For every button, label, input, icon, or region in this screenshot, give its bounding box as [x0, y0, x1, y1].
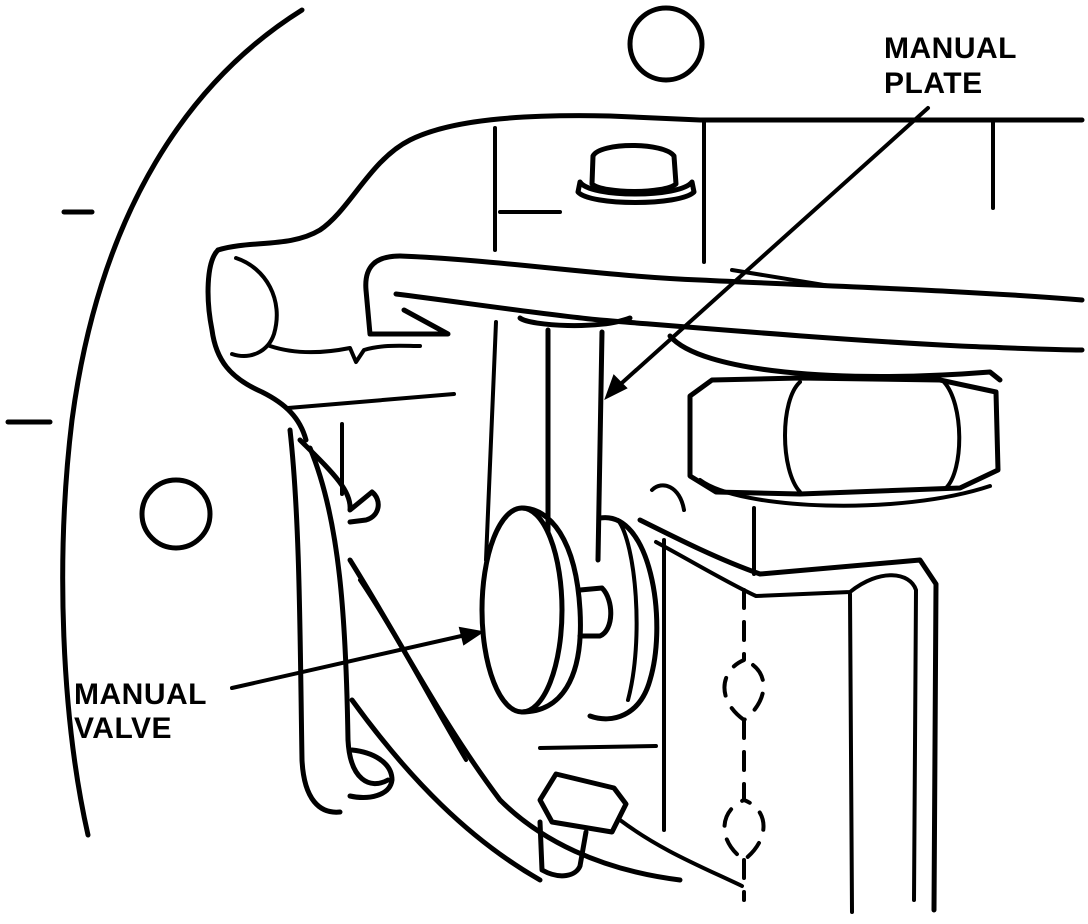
hex-nut-base	[698, 478, 992, 508]
arm-sweep-inner	[349, 697, 543, 883]
valve-body-ledge	[286, 392, 456, 410]
casting-right-inner	[654, 540, 918, 902]
plug-base	[575, 179, 697, 205]
arm-curve-right	[618, 818, 744, 888]
casting-right-post	[848, 592, 854, 914]
valve-land-rear-rim	[616, 518, 639, 702]
manual-valve-label-line-2: VALVE	[74, 712, 172, 745]
bracket-inner-curve	[307, 445, 391, 787]
arm-tab	[537, 771, 629, 835]
hex-nut-flat-1	[783, 380, 802, 494]
manual-valve-leader-arrow	[458, 626, 485, 646]
manual-valve-leader-line	[230, 632, 472, 690]
manual-plate-leader-arrow	[604, 374, 628, 401]
arm-sweep-outer	[347, 557, 683, 883]
bolt-hole-left	[139, 477, 213, 551]
manual-plate-label-line-2: PLATE	[884, 67, 983, 100]
hidden-line-chain	[722, 588, 766, 902]
valve-land-rear	[587, 515, 660, 722]
manual-plate-leader-line	[612, 106, 930, 392]
bracket-lobe-upper	[297, 437, 381, 525]
valve-stem	[577, 585, 614, 639]
valve-body-edge-wave	[268, 343, 422, 364]
casting-right-hook	[650, 483, 686, 512]
manual-plate-top-edge	[397, 253, 1085, 303]
manual-plate-bottom-edge	[393, 291, 1085, 353]
case-outer-arc	[60, 7, 305, 838]
valve-body-left-boss	[205, 247, 309, 443]
valve-land-front	[479, 505, 565, 715]
hex-nut-flat-2	[942, 380, 962, 490]
manual-plate-roller	[667, 333, 1003, 383]
manual-plate-detail-line	[730, 268, 832, 288]
valve-body-left-boss-inner	[230, 256, 279, 358]
case-top-rim	[215, 113, 1085, 253]
manual-valve-label-line-1: MANUAL	[74, 678, 207, 711]
arm-sweep-mid	[358, 578, 468, 762]
bolt-hole-top	[627, 5, 705, 83]
arm-ledge	[538, 744, 658, 750]
plug-cap	[589, 143, 679, 194]
valve-link-right	[595, 329, 605, 563]
manual-plate-left-end	[363, 253, 451, 337]
bracket-outer	[287, 427, 343, 815]
manual-plate-label-line-1: MANUAL	[884, 32, 1017, 65]
valve-land-front-rim	[519, 505, 583, 715]
valve-link-pin	[517, 315, 633, 329]
arm-tab-end	[537, 819, 589, 879]
valve-link-long	[484, 320, 498, 562]
casting-right-upper	[637, 517, 939, 913]
bracket-lower-lobe	[347, 747, 395, 800]
